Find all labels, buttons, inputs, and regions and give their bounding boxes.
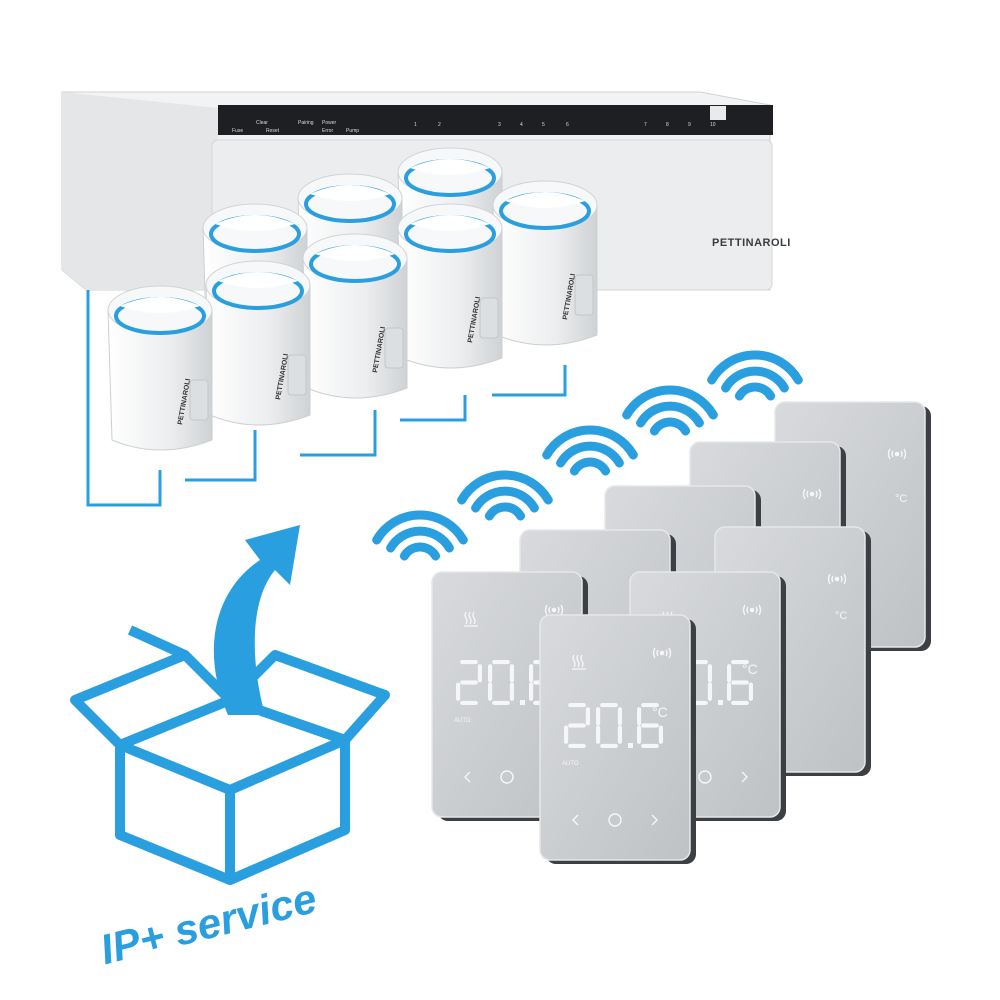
controller-brand: PETTINAROLI bbox=[712, 237, 791, 249]
zone-number: 5 bbox=[542, 122, 545, 128]
thermostat: °C AUTO bbox=[539, 614, 696, 864]
zone-number: 8 bbox=[666, 122, 669, 128]
wireless-signal-icon bbox=[802, 488, 822, 500]
mode-label: AUTO bbox=[454, 718, 471, 724]
zone-number: 2 bbox=[438, 122, 441, 128]
left-arrow-icon[interactable] bbox=[572, 814, 579, 826]
center-button-icon[interactable] bbox=[698, 770, 712, 784]
wireless-signal-icon bbox=[652, 647, 672, 659]
wireless-signal-icon bbox=[827, 573, 847, 585]
center-button-icon[interactable] bbox=[608, 813, 622, 827]
controller-logo-mark bbox=[710, 106, 726, 120]
temperature-display bbox=[564, 703, 663, 748]
ip-service-badge: IP+ service bbox=[70, 525, 390, 973]
zone-number: 4 bbox=[520, 122, 523, 128]
thermoelectric-actuator: PETTINAROLI bbox=[205, 260, 311, 426]
zone-number: 6 bbox=[566, 122, 569, 128]
actuator-group: PETTINAROLIPETTINAROLIPETTINAROLIPETTINA… bbox=[107, 147, 598, 451]
temperature-unit: °C bbox=[742, 661, 758, 677]
zone-number: 3 bbox=[498, 122, 501, 128]
panel-label: Fuse bbox=[232, 128, 243, 134]
mode-label: AUTO bbox=[562, 761, 579, 767]
wireless-signal-icon bbox=[887, 448, 907, 460]
left-arrow-icon[interactable] bbox=[464, 771, 471, 783]
thermoelectric-actuator: PETTINAROLI bbox=[107, 285, 213, 451]
zone-number: 7 bbox=[644, 122, 647, 128]
panel-label: Clear bbox=[256, 120, 268, 126]
badge-text: IP+ service bbox=[96, 874, 322, 973]
temperature-unit: °C bbox=[652, 704, 668, 720]
temperature-unit: °C bbox=[895, 493, 907, 505]
thermoelectric-actuator: PETTINAROLI bbox=[302, 233, 408, 399]
center-button-icon[interactable] bbox=[500, 770, 514, 784]
panel-label: Pairing bbox=[298, 120, 314, 126]
heating-icon bbox=[572, 654, 586, 670]
right-arrow-icon[interactable] bbox=[651, 814, 658, 826]
panel-label: Power bbox=[322, 120, 337, 126]
actuator-wiring bbox=[86, 290, 567, 507]
upward-arrow-icon bbox=[213, 525, 300, 715]
wifi-waves-icon bbox=[372, 350, 803, 561]
right-arrow-icon[interactable] bbox=[741, 771, 748, 783]
temperature-display bbox=[456, 660, 555, 705]
panel-label: Pump bbox=[346, 128, 359, 134]
thermoelectric-actuator: PETTINAROLI bbox=[492, 180, 598, 346]
panel-label: Error bbox=[322, 128, 333, 134]
panel-label: Reset bbox=[266, 128, 280, 134]
thermoelectric-actuator: PETTINAROLI bbox=[397, 203, 503, 369]
temperature-unit: °C bbox=[835, 610, 847, 622]
zone-number: 1 bbox=[414, 122, 417, 128]
controller-zone-numbers: 1 2 3 4 5 6 7 8 9 10 bbox=[414, 122, 716, 128]
wireless-signal-icon bbox=[742, 604, 762, 616]
heating-icon bbox=[464, 611, 478, 627]
zone-number: 10 bbox=[710, 122, 716, 128]
controller-led-panel bbox=[218, 105, 773, 135]
wireless-signal-icon bbox=[544, 604, 564, 616]
zone-number: 9 bbox=[688, 122, 691, 128]
